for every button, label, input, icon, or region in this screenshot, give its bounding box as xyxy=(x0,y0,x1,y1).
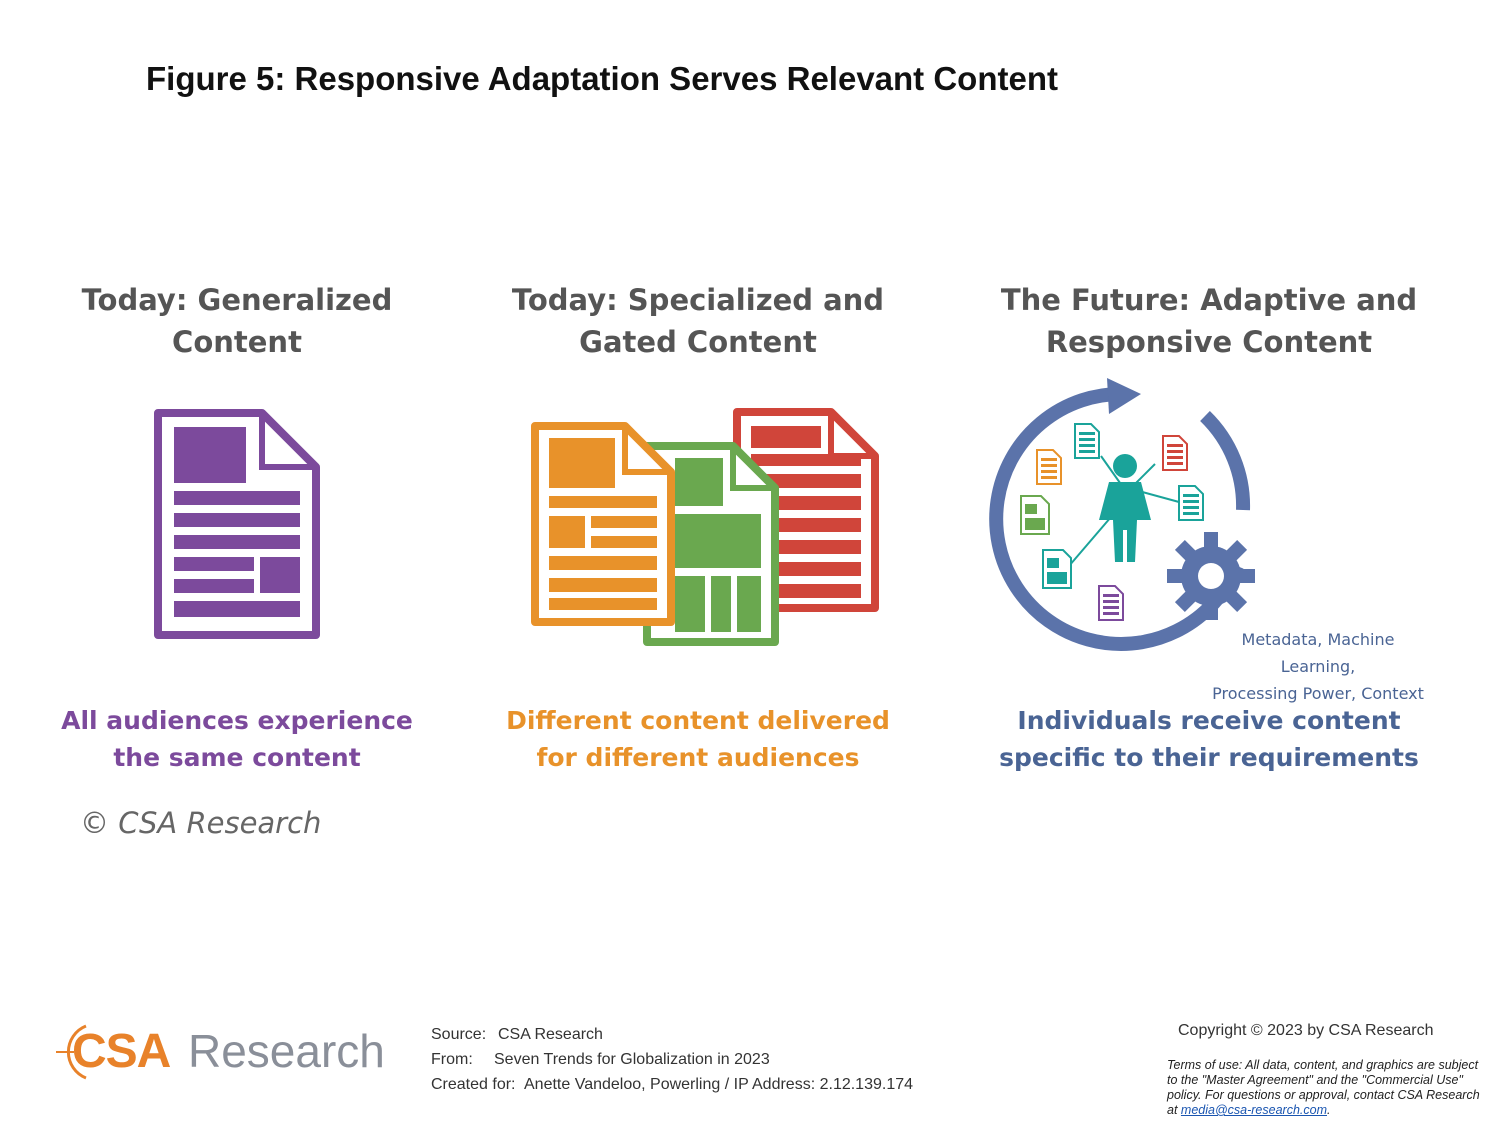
panel-1-title: Today: Generalized Content xyxy=(2,279,472,363)
source-label: Source: xyxy=(431,1026,487,1043)
single-document-icon xyxy=(154,409,320,639)
logo-csa-text: CSA xyxy=(72,1025,171,1078)
source-value: CSA Research xyxy=(498,1026,603,1043)
panel-3-title-line2: Responsive Content xyxy=(1045,325,1373,359)
gear-icon xyxy=(1167,532,1255,620)
panel-3-note: Metadata, Machine Learning, Processing P… xyxy=(1203,626,1433,707)
copyright-line: Copyright © 2023 by CSA Research xyxy=(1178,1022,1434,1039)
source-block: Source: CSA Research From: Seven Trends fo… xyxy=(431,1022,913,1097)
terms-period: . xyxy=(1327,1103,1331,1117)
created-value: Anette Vandeloo, Powerling / IP Address:… xyxy=(524,1076,914,1093)
panel-1-title-line1: Today: Generalized xyxy=(81,283,393,317)
small-document-icon xyxy=(1020,495,1050,535)
csa-research-logo: CSA Research xyxy=(52,1018,392,1088)
panel-1-caption: All audiences experience the same conten… xyxy=(2,702,472,776)
small-document-icon xyxy=(1162,435,1188,471)
person-icon xyxy=(1099,454,1151,562)
panel-2-title: Today: Specialized and Gated Content xyxy=(463,279,933,363)
panel-3-note-line2: Processing Power, Context xyxy=(1212,684,1424,703)
panel-3-caption-line1: Individuals receive content xyxy=(1017,706,1401,735)
csa-copyright-mark: © CSA Research xyxy=(80,806,322,840)
terms-of-use: Terms of use: All data, content, and gra… xyxy=(1167,1058,1487,1118)
panel-2-caption-line1: Different content delivered xyxy=(506,706,890,735)
from-label: From: xyxy=(431,1051,473,1068)
small-document-icon xyxy=(1074,423,1100,459)
logo-swoosh-icon xyxy=(56,1024,87,1080)
arrow-head-icon xyxy=(1107,378,1141,414)
small-document-icon xyxy=(1178,485,1204,521)
from-line: From: Seven Trends for Globalization in 2… xyxy=(431,1047,913,1072)
panel-1-caption-line2: the same content xyxy=(113,743,361,772)
figure-title: Figure 5: Responsive Adaptation Serves R… xyxy=(146,60,1058,97)
small-document-icon xyxy=(1042,549,1072,589)
adaptive-content-cycle-diagram xyxy=(989,378,1255,651)
small-document-icon xyxy=(1036,449,1062,485)
panel-3-caption-line2: specific to their requirements xyxy=(999,743,1419,772)
panel-1-caption-line1: All audiences experience xyxy=(61,706,413,735)
panel-2-caption-line2: for different audiences xyxy=(536,743,860,772)
terms-email-link[interactable]: media@csa-research.com xyxy=(1180,1103,1327,1117)
panel-3-note-line1: Metadata, Machine Learning, xyxy=(1241,630,1395,676)
from-value: Seven Trends for Globalization in 2023 xyxy=(494,1051,770,1068)
terms-text: Terms of use: All data, content, and gra… xyxy=(1167,1058,1480,1117)
orange-document-icon xyxy=(531,422,675,626)
panel-3-title-line1: The Future: Adaptive and xyxy=(1000,283,1418,317)
created-label: Created for: xyxy=(431,1076,516,1093)
cycle-arrow-arc xyxy=(989,386,1244,651)
panel-3-title: The Future: Adaptive and Responsive Cont… xyxy=(974,279,1444,363)
panel-2-title-line1: Today: Specialized and xyxy=(511,283,885,317)
multiple-documents-icon xyxy=(531,408,879,646)
panel-2-title-line2: Gated Content xyxy=(579,325,817,359)
source-line: Source: CSA Research xyxy=(431,1022,913,1047)
panel-2-caption: Different content delivered for differen… xyxy=(463,702,933,776)
created-line: Created for: Anette Vandeloo, Powerling /… xyxy=(431,1072,913,1097)
panel-3-caption: Individuals receive content specific to … xyxy=(974,702,1444,776)
small-document-icon xyxy=(1098,585,1124,621)
logo-research-text: Research xyxy=(188,1025,385,1077)
panel-1-title-line2: Content xyxy=(172,325,302,359)
green-document-icon xyxy=(643,442,779,646)
